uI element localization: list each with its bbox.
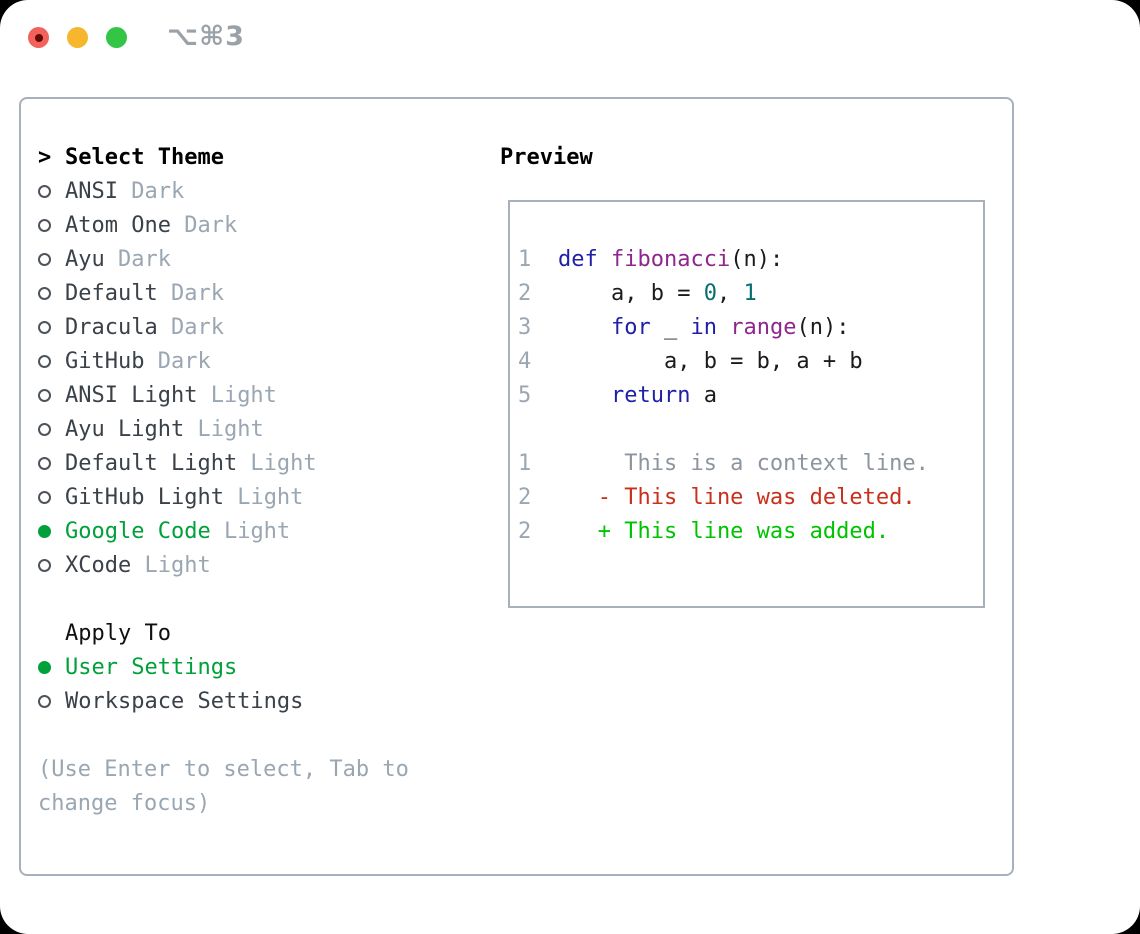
line-number: 4 <box>518 348 532 374</box>
spacer <box>38 582 409 616</box>
preview-title: Preview <box>500 144 593 170</box>
radio-icon <box>38 354 65 368</box>
apply-option-workspace-settings[interactable]: Workspace Settings <box>38 684 409 718</box>
preview-code-line: 3 for _ in range(n): <box>518 314 850 340</box>
radio-icon <box>38 388 65 402</box>
item-label: User Settings <box>65 654 238 680</box>
item-variant-label: Dark <box>104 246 171 272</box>
minimize-button[interactable] <box>67 27 88 48</box>
preview-blank-line <box>518 412 983 446</box>
theme-item-google-code-light[interactable]: Google Code Light <box>38 514 409 548</box>
item-variant-label: Light <box>131 552 211 578</box>
line-number: 5 <box>518 382 532 408</box>
item-label: Ayu <box>65 246 105 272</box>
item-label: Default Light <box>65 450 238 476</box>
hint-text-line: (Use Enter to select, Tab to <box>38 756 409 782</box>
item-label: Dracula <box>65 314 158 340</box>
item-variant-label: Light <box>237 450 317 476</box>
theme-item-ansi-light-light[interactable]: ANSI Light Light <box>38 378 409 412</box>
radio-icon <box>38 490 65 504</box>
line-number: 2 <box>518 280 532 306</box>
radio-icon <box>38 252 65 266</box>
window-controls <box>28 27 127 48</box>
item-variant-label: Light <box>223 484 304 510</box>
theme-item-atom-one-dark[interactable]: Atom One Dark <box>38 208 409 242</box>
radio-icon <box>38 422 65 436</box>
item-variant-label: Dark <box>157 280 224 306</box>
theme-item-default-dark[interactable]: Default Dark <box>38 276 409 310</box>
theme-item-github-dark[interactable]: GitHub Dark <box>38 344 409 378</box>
preview-diff-deleted-line: 2 - This line was deleted. <box>518 484 916 510</box>
focus-caret-icon: > <box>38 144 52 170</box>
item-label: Default <box>65 280 158 306</box>
select-theme-header: > Select Theme <box>38 140 409 174</box>
item-variant-label: Dark <box>170 212 238 238</box>
item-label: XCode <box>65 552 132 578</box>
apply-to-label: Apply To <box>65 620 171 646</box>
radio-icon <box>38 558 65 572</box>
preview-code-line: 4 a, b = b, a + b <box>518 348 863 374</box>
preview-code-line: 2 a, b = 0, 1 <box>518 280 757 306</box>
item-label: ANSI <box>65 178 118 204</box>
preview-header: Preview <box>500 140 593 174</box>
line-number: 2 <box>518 518 532 544</box>
theme-item-default-light-light[interactable]: Default Light Light <box>38 446 409 480</box>
item-label: GitHub <box>65 348 145 374</box>
line-number: 3 <box>518 314 532 340</box>
radio-icon <box>38 218 65 232</box>
radio-icon <box>38 694 65 708</box>
theme-item-dracula-dark[interactable]: Dracula Dark <box>38 310 409 344</box>
radio-icon <box>38 184 65 198</box>
line-number: 1 <box>518 450 532 476</box>
theme-item-ayu-dark[interactable]: Ayu Dark <box>38 242 409 276</box>
theme-item-ansi-dark[interactable]: ANSI Dark <box>38 174 409 208</box>
preview-diff-context-line: 1 This is a context line. <box>518 450 929 476</box>
item-variant-label: Dark <box>117 178 185 204</box>
radio-icon <box>38 286 65 300</box>
preview-diff-added-line: 2 + This line was added. <box>518 518 890 544</box>
close-dot-icon <box>34 33 43 42</box>
theme-item-github-light-light[interactable]: GitHub Light Light <box>38 480 409 514</box>
item-variant-label: Dark <box>157 314 224 340</box>
radio-icon <box>38 320 65 334</box>
line-number: 2 <box>518 484 532 510</box>
zoom-button[interactable] <box>106 27 127 48</box>
item-variant-label: Dark <box>144 348 211 374</box>
hint-text-line: change focus) <box>38 790 211 816</box>
window-title: ⌥⌘3 <box>167 21 245 52</box>
item-label: Ayu Light <box>65 416 185 442</box>
item-label: Workspace Settings <box>65 688 304 714</box>
preview-code-line: 5 return a <box>518 382 717 408</box>
radio-icon <box>38 456 65 470</box>
theme-item-ayu-light-light[interactable]: Ayu Light Light <box>38 412 409 446</box>
line-number: 1 <box>518 246 532 272</box>
spacer <box>38 718 409 752</box>
item-variant-label: Light <box>197 382 277 408</box>
radio-selected-icon <box>38 524 65 538</box>
radio-selected-icon <box>38 660 65 674</box>
apply-option-user-settings[interactable]: User Settings <box>38 650 409 684</box>
item-label: GitHub Light <box>65 484 224 510</box>
item-variant-label: Light <box>184 416 264 442</box>
item-variant-label: Light <box>210 518 291 544</box>
item-label: Google Code <box>65 518 211 544</box>
hint-text: (Use Enter to select, Tab to change focus… <box>38 752 409 820</box>
theme-item-xcode-light[interactable]: XCode Light <box>38 548 409 582</box>
select-theme-title: Select Theme <box>65 144 224 170</box>
item-label: Atom One <box>65 212 171 238</box>
item-label: ANSI Light <box>65 382 198 408</box>
close-button[interactable] <box>28 27 49 48</box>
